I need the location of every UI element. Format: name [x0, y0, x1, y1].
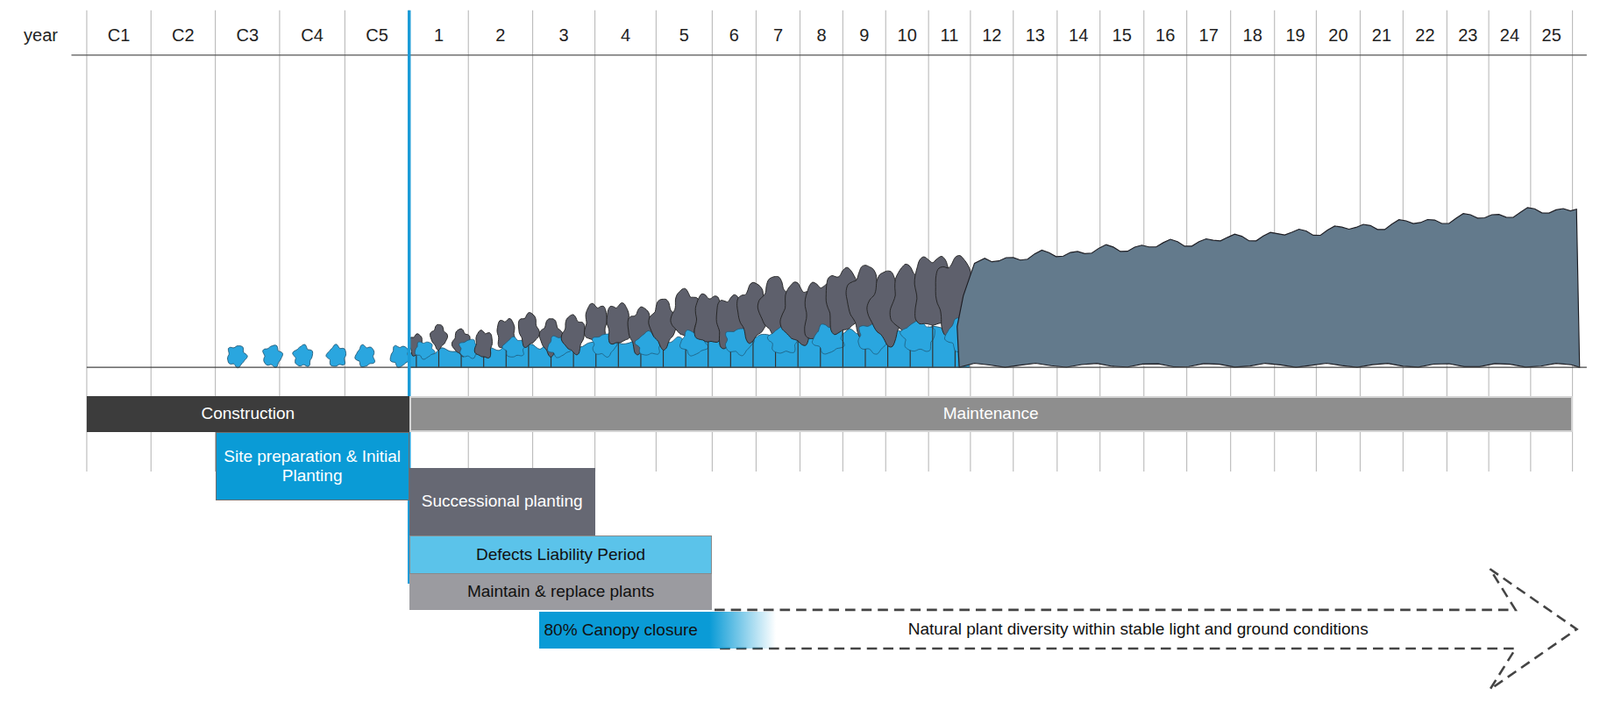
shrub — [326, 344, 347, 367]
year-label: 6 — [729, 24, 740, 45]
phase-bar: Successional planting — [409, 468, 596, 536]
tree-crown — [606, 303, 631, 345]
ground-line — [86, 367, 1587, 369]
bar-label: Site preparation & Initial Planting — [221, 447, 404, 488]
year-label: 21 — [1372, 24, 1392, 45]
shrub — [263, 345, 284, 368]
shrub — [355, 344, 376, 367]
phase-bar: Defects Liability Period — [409, 535, 713, 575]
year-label: C1 — [107, 24, 131, 45]
year-label: 13 — [1025, 24, 1046, 45]
year-label: 18 — [1243, 24, 1263, 45]
year-label: C2 — [171, 24, 195, 45]
bar-label: 80% Canopy closure — [544, 620, 698, 641]
year-label: 5 — [679, 24, 690, 45]
year-label: 2 — [495, 24, 505, 45]
year-label: 3 — [558, 24, 569, 45]
year-label: 14 — [1068, 24, 1088, 45]
tree-crown — [430, 324, 448, 350]
header-rule — [71, 54, 1586, 56]
phase-bar: Construction — [86, 396, 410, 434]
shrub — [227, 346, 249, 369]
phase-bar: Maintain & replace plants — [409, 574, 713, 611]
year-label: C3 — [235, 24, 259, 45]
year-label: 15 — [1112, 24, 1132, 45]
bar-label: Maintenance — [943, 404, 1039, 425]
year-label: 10 — [897, 24, 918, 45]
year-label: 9 — [859, 24, 869, 45]
year-label: 7 — [773, 24, 783, 45]
year-label: 12 — [981, 24, 1002, 45]
year-label: 4 — [620, 24, 631, 45]
year-label: 19 — [1285, 24, 1305, 45]
phase-bar: 80% Canopy closure — [539, 611, 776, 649]
arrow-outline — [714, 568, 1577, 690]
year-label: C4 — [300, 24, 324, 45]
tree-crown — [518, 312, 540, 349]
year-label: 20 — [1328, 24, 1348, 45]
bar-label: Construction — [200, 404, 295, 425]
shrub — [390, 345, 411, 368]
phase-bar: Site preparation & Initial Planting — [215, 432, 410, 501]
year-label: 23 — [1457, 24, 1478, 45]
bar-label: Defects Liability Period — [476, 545, 646, 566]
canopy-mass — [957, 207, 1580, 368]
timeline-arrow: Natural plant diversity within stable li… — [714, 561, 1580, 698]
year-label: C5 — [365, 24, 389, 45]
year-label: 25 — [1542, 24, 1562, 45]
year-label: 11 — [940, 24, 960, 45]
year-label: 17 — [1199, 24, 1219, 45]
axis-title: year — [23, 24, 58, 45]
shrub — [292, 344, 313, 367]
tree-growth — [227, 207, 1580, 369]
year-label: 1 — [433, 24, 444, 45]
tree-crown — [474, 330, 492, 359]
year-label: 24 — [1500, 24, 1520, 45]
year-label: 22 — [1415, 24, 1435, 45]
phase-bar: Maintenance — [409, 396, 1573, 434]
bar-label: Successional planting — [421, 491, 584, 512]
shrub — [502, 336, 526, 357]
bar-label: Maintain & replace plants — [467, 582, 655, 603]
year-label: 8 — [816, 24, 826, 45]
bar-label: Natural plant diversity within stable li… — [908, 619, 1369, 640]
tree-crown — [561, 314, 585, 356]
year-label: 16 — [1155, 24, 1175, 45]
shrub — [414, 341, 435, 360]
